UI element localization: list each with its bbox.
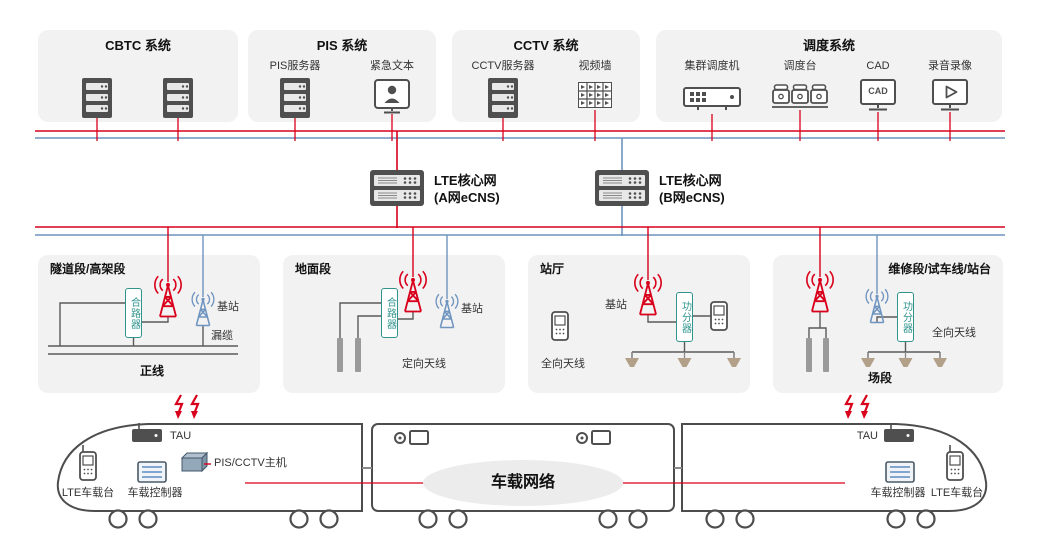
device-label: 集群调度机 [684, 60, 740, 72]
core-node-a-label: LTE核心网 (A网eCNS) [434, 173, 500, 207]
vehicle-controller-icon [137, 461, 167, 483]
lte-core-a-icon [369, 169, 425, 207]
scenario-footer: 正线 [139, 364, 165, 378]
train-wheels [108, 509, 936, 529]
splitter-label: 功分器 [679, 300, 691, 334]
device-label: CAD [866, 60, 890, 72]
device-label: 紧急文本 [370, 60, 414, 72]
device-label: PIS服务器 [269, 60, 321, 72]
core-a-sub: (A网eCNS) [434, 189, 500, 205]
core-b-sub: (B网eCNS) [659, 189, 725, 205]
core-b-name: LTE核心网 [659, 173, 722, 188]
combiner-label: 合路器 [384, 296, 396, 330]
device-label: 调度台 [783, 60, 817, 72]
bts-label: 基站 [461, 303, 483, 315]
vehicle-radio-icon [947, 445, 963, 480]
combiner-box: 合路器 [125, 288, 142, 338]
vehicle-controller-label: 车载控制器 [870, 487, 926, 499]
bts-label: 基站 [217, 301, 239, 313]
lte-core-b-icon [594, 169, 650, 207]
scenario-title: 维修段/试车线/站台 [888, 262, 991, 276]
splitter-box: 功分器 [676, 292, 693, 342]
vehicle-radio-icon [80, 445, 96, 480]
system-title-cctv: CCTV 系统 [513, 38, 579, 53]
leaky-cable-label: 漏缆 [211, 330, 233, 342]
tau-icon [883, 422, 915, 443]
lower-bus-lines [35, 226, 1005, 236]
system-title-pis: PIS 系统 [316, 38, 368, 53]
vehicle-radio-label: LTE车载台 [930, 487, 984, 499]
onboard-network-label: 车载网络 [490, 474, 556, 491]
antenna-label: 全向天线 [541, 358, 585, 370]
ceiling-monitor-icon [576, 430, 611, 445]
device-label: CCTV服务器 [471, 60, 535, 72]
tau-label: TAU [856, 430, 878, 442]
vehicle-controller-label: 车载控制器 [127, 487, 183, 499]
scenario-title: 隧道段/高架段 [50, 262, 126, 276]
scenario-title: 地面段 [295, 262, 332, 276]
tau-icon [131, 422, 163, 443]
ceiling-monitor-icon [394, 430, 429, 445]
scenario-footer: 场段 [867, 371, 893, 385]
core-a-name: LTE核心网 [434, 173, 497, 188]
pis-cctv-host-icon [181, 452, 208, 472]
core-node-b-label: LTE核心网 (B网eCNS) [659, 173, 725, 207]
scenario-drop-lines [167, 227, 878, 299]
system-title-cbtc: CBTC 系统 [105, 38, 171, 53]
train-bodies [56, 423, 988, 512]
core-connectors [396, 131, 623, 236]
antenna-label: 全向天线 [932, 327, 976, 339]
top-bus-lines [35, 130, 1005, 139]
pis-cctv-host-label: PIS/CCTV主机 [214, 457, 287, 469]
bts-label: 基站 [605, 299, 627, 311]
cad-screen-text: CAD [868, 86, 888, 96]
vehicle-radio-label: LTE车载台 [61, 487, 115, 499]
lightning-bolt-icon [173, 393, 870, 421]
combiner-label: 合路器 [128, 296, 140, 330]
scenario-title: 站厅 [540, 262, 565, 276]
splitter-box: 功分器 [897, 292, 914, 342]
combiner-box: 合路器 [381, 288, 398, 338]
system-title-dispatch: 调度系统 [802, 38, 856, 53]
vehicle-controller-icon [885, 461, 915, 483]
tau-label: TAU [170, 430, 192, 442]
device-label: 录音录像 [928, 60, 972, 72]
antenna-label: 定向天线 [402, 358, 446, 370]
system-box-cbtc [38, 30, 238, 122]
splitter-label: 功分器 [900, 300, 912, 334]
device-label: 视频墙 [578, 60, 612, 72]
